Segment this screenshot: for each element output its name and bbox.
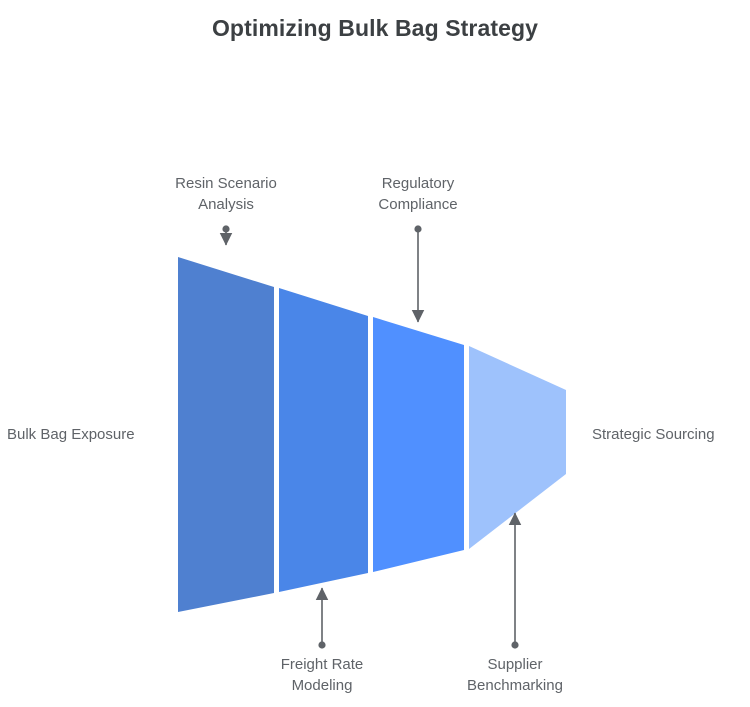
page-title: Optimizing Bulk Bag Strategy <box>211 15 539 41</box>
connector-stage-4 <box>508 512 522 649</box>
funnel-exit-label: Strategic Sourcing <box>592 426 715 443</box>
connector-stage-2 <box>315 587 329 649</box>
connector-stage-3 <box>411 225 425 323</box>
connector-dot-stage-2 <box>318 641 326 649</box>
connector-dot-stage-3 <box>414 225 422 233</box>
connector-dot-stage-4 <box>511 641 519 649</box>
connector-stage-1 <box>219 225 233 246</box>
funnel-segment-4[interactable] <box>469 346 566 549</box>
stage-label-resin-scenario-analysis: Resin Scenario Analysis <box>175 175 277 213</box>
stage-label-regulatory-compliance: Regulatory Compliance <box>378 175 458 213</box>
stage-label-freight-rate-modeling: Freight Rate Modeling <box>280 656 364 694</box>
funnel-segment-1[interactable] <box>178 257 274 612</box>
funnel-segment-3[interactable] <box>373 317 464 572</box>
funnel-entry-label: Bulk Bag Exposure <box>7 426 135 443</box>
connector-dot-stage-1 <box>222 225 230 233</box>
funnel-segment-2[interactable] <box>279 288 368 592</box>
stage-label-supplier-benchmarking: Supplier Benchmarking <box>467 656 563 694</box>
